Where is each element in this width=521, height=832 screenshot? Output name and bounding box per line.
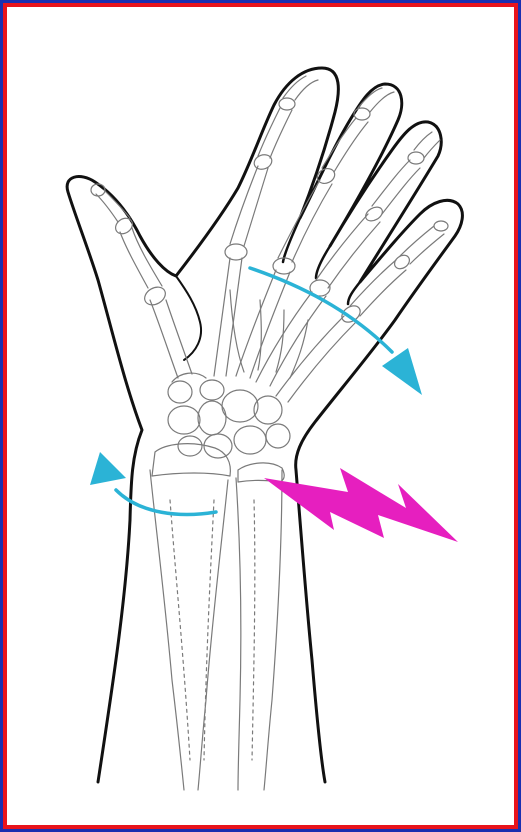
middle-metacarpal: [236, 270, 290, 378]
ulna-bone: [236, 478, 241, 790]
hand-outline: [67, 68, 462, 782]
skeleton: [91, 76, 448, 790]
thenar-crease: [176, 276, 201, 360]
thumb-metacarpal: [150, 300, 192, 378]
supination-arrow-wrist: [90, 452, 216, 514]
finger-gap-2: [316, 246, 330, 278]
little-metacarpal: [276, 316, 356, 402]
ring-metacarpal: [256, 292, 326, 386]
finger-gap-1: [283, 218, 300, 262]
carpal-bone: [168, 406, 200, 434]
index-metacarpal: [214, 258, 242, 376]
radius-bone: [150, 470, 184, 790]
pain-bolt: [264, 468, 458, 542]
